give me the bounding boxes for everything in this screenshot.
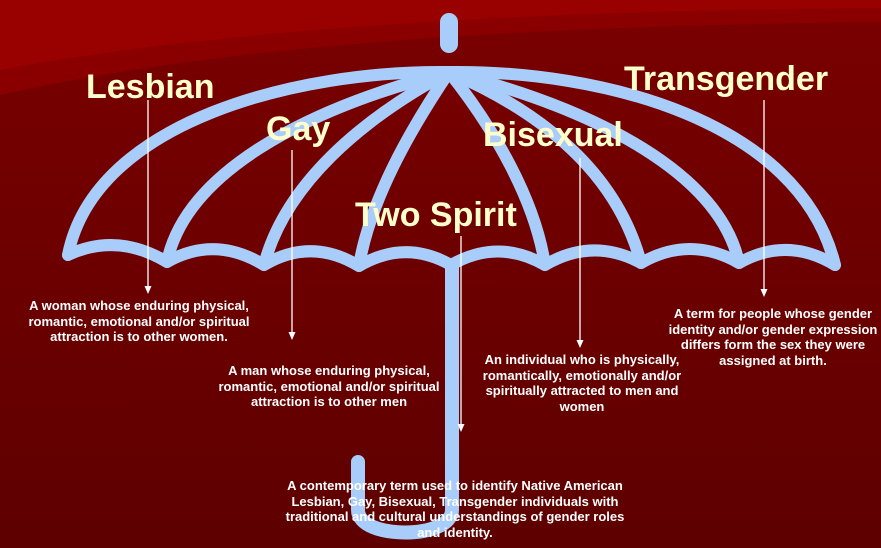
definition-gay: A man whose enduring physical, romantic,… (218, 363, 440, 409)
definition-lesbian: A woman whose enduring physical, romanti… (28, 298, 250, 344)
definition-two-spirit: A contemporary term used to identify Nat… (285, 478, 625, 540)
term-bisexual: Bisexual (483, 116, 623, 154)
umbrella-handle (351, 259, 459, 540)
definition-bisexual: An individual who is physically, romanti… (482, 352, 682, 414)
pointer-arrows (144, 100, 768, 432)
umbrella-ribs (161, 66, 745, 272)
term-gay: Gay (266, 110, 331, 148)
definition-transgender: A term for people whose gender identity … (668, 306, 878, 368)
term-lesbian: Lesbian (86, 68, 215, 106)
term-transgender: Transgender (624, 60, 829, 98)
term-two-spirit: Two Spirit (355, 196, 517, 234)
